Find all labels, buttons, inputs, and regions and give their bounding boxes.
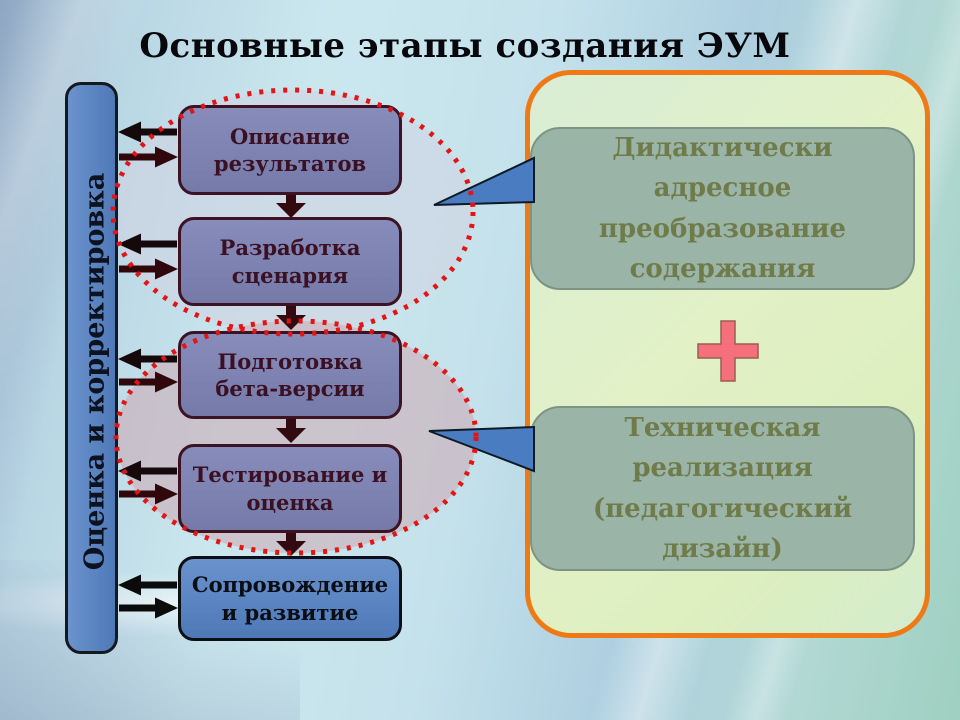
callout-pointer-triangle xyxy=(428,425,535,473)
flow-arrow-down-icon xyxy=(276,195,306,218)
callout-item-label: Техническая реализация (педагогический д… xyxy=(592,412,853,564)
feedback-arrow-left-icon xyxy=(118,348,177,370)
callout-item-technical-implementation: Техническая реализация (педагогический д… xyxy=(530,406,915,571)
flow-step-label: Разработка сценария xyxy=(219,235,361,288)
evaluation-sidebar-bar: Оценка и корректировка xyxy=(65,82,118,654)
flow-arrow-down-icon xyxy=(276,533,306,556)
evaluation-sidebar-label: Оценка и корректировка xyxy=(79,172,110,570)
correction-arrow-right-icon xyxy=(119,258,178,280)
correction-arrow-right-icon xyxy=(119,483,178,505)
callout-pointer-triangle xyxy=(433,156,535,206)
correction-arrow-right-icon xyxy=(119,146,178,168)
callout-item-didactic-transformation: Дидактически адресное преобразование сод… xyxy=(530,127,915,290)
flow-step-label: Описание результатов xyxy=(213,123,367,176)
correction-arrow-right-icon xyxy=(119,597,178,619)
feedback-arrow-left-icon xyxy=(118,121,177,143)
feedback-arrow-left-icon xyxy=(118,574,177,596)
flow-step-results-description: Описание результатов xyxy=(178,105,402,195)
callout-panel: Дидактически адресное преобразование сод… xyxy=(525,70,930,638)
correction-arrow-right-icon xyxy=(119,371,178,393)
flow-step-beta-preparation: Подготовка бета-версии xyxy=(178,331,402,419)
flow-step-label: Тестирование и оценка xyxy=(192,462,388,515)
flow-step-testing-evaluation: Тестирование и оценка xyxy=(178,444,402,533)
flow-step-label: Подготовка бета-версии xyxy=(215,348,365,401)
callout-item-label: Дидактически адресное преобразование сод… xyxy=(598,132,847,284)
flow-arrow-down-icon xyxy=(276,419,306,443)
feedback-arrow-left-icon xyxy=(118,460,177,482)
flow-step-scenario-development: Разработка сценария xyxy=(178,217,402,306)
feedback-arrow-left-icon xyxy=(118,233,177,255)
flow-arrow-down-icon xyxy=(276,306,306,330)
flow-step-label: Сопровождение и развитие xyxy=(191,572,389,625)
flow-step-support-development: Сопровождение и развитие xyxy=(178,556,402,641)
slide-title: Основные этапы создания ЭУМ xyxy=(139,26,791,66)
